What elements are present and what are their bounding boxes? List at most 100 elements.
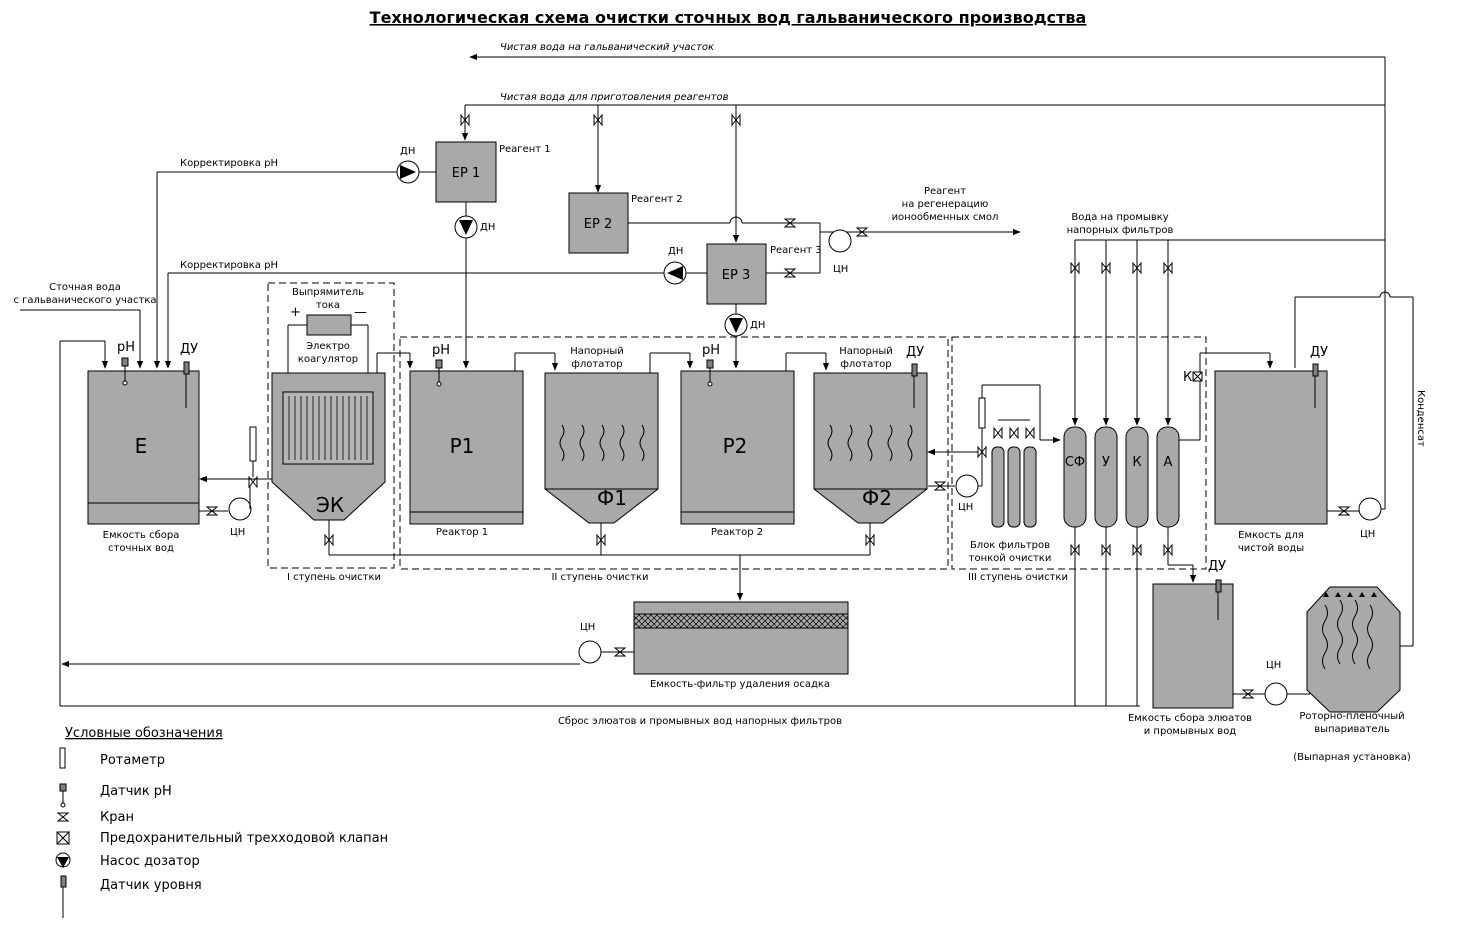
flotator2-label-2: флотатор <box>840 359 891 370</box>
er2-label: ЕР 2 <box>584 217 612 232</box>
ph-label: pH <box>117 340 135 355</box>
column-sf-label: СФ <box>1065 455 1085 470</box>
reagent-tank-er3 <box>706 243 767 305</box>
legend-title: Условные обозначения <box>65 726 223 741</box>
cn-label: ЦН <box>958 502 973 513</box>
rectifier-label-1: Выпрямитель <box>292 287 364 298</box>
level-sensor-icon <box>911 363 918 377</box>
column-k <box>1125 426 1149 528</box>
rectifier-label-2: тока <box>316 300 340 311</box>
evaporator-label-2: выпариватель <box>1314 724 1390 735</box>
centrifugal-pump-icon[interactable] <box>955 474 979 498</box>
dn-label: ДН <box>750 320 765 331</box>
clean-tank-label-1: Емкость для <box>1238 530 1304 541</box>
clean-water-reagents-label: Чистая вода для приготовления реагентов <box>500 92 729 103</box>
rotary-film-evaporator <box>1306 586 1401 713</box>
wastewater-tank-e <box>87 370 200 525</box>
tank-e-caption-2: сточных вод <box>108 543 174 554</box>
ph-correction-1-label: Корректировка pH <box>180 158 278 169</box>
legend-item-label: Датчик pH <box>100 784 172 799</box>
valve-icon[interactable] <box>1025 427 1035 439</box>
fine-filter <box>1023 446 1037 528</box>
legend-item-label: Ротаметр <box>100 753 165 768</box>
legend-item-label: Предохранительный трехходовой клапан <box>100 831 388 846</box>
clean-water-tank <box>1214 370 1328 525</box>
rotameter-icon <box>978 397 986 429</box>
evaporator-label-3: (Выпарная установка) <box>1293 752 1411 763</box>
stage-1-label: I ступень очистки <box>287 572 381 583</box>
valve-icon[interactable] <box>1009 427 1019 439</box>
level-sensor-icon <box>1312 363 1319 377</box>
column-sf <box>1063 426 1087 528</box>
flotator1-label-2: флотатор <box>571 359 622 370</box>
flush-water-label-2: напорных фильтров <box>1067 225 1174 236</box>
level-sensor-icon <box>60 875 67 888</box>
evaporator-label-1: Роторно-пленочный <box>1299 711 1404 722</box>
ph-correction-2-label: Корректировка pH <box>180 260 278 271</box>
p2-label: Р2 <box>723 434 748 458</box>
ph-label: pH <box>432 343 450 358</box>
centrifugal-pump-icon[interactable] <box>228 497 252 521</box>
tank-e-caption-1: Емкость сбора <box>103 530 180 541</box>
dn-label: ДН <box>400 146 415 157</box>
dn-label: ДН <box>480 222 495 233</box>
sludge-label: Емкость-фильтр удаления осадка <box>650 679 830 690</box>
reagent1-label: Реагент 1 <box>499 144 551 155</box>
centrifugal-pump-icon[interactable] <box>1264 682 1288 706</box>
eluate-tank <box>1152 583 1234 709</box>
k-label: К <box>1183 370 1192 385</box>
filter-block-label-1: Блок фильтров <box>970 540 1050 551</box>
cn-label: ЦН <box>230 527 245 538</box>
regen-label-2: на регенерацию <box>902 199 989 210</box>
level-sensor-icon <box>183 361 190 375</box>
p2-caption: Реактор 2 <box>711 527 763 538</box>
centrifugal-pump-icon[interactable] <box>1358 497 1382 521</box>
eluate-label-2: и промывных вод <box>1144 726 1237 737</box>
column-u-label: У <box>1102 455 1110 470</box>
cn-label: ЦН <box>580 622 595 633</box>
clean-water-galvanic-label: Чистая вода на гальванический участок <box>500 42 714 53</box>
flush-water-label-1: Вода на промывку <box>1071 212 1168 223</box>
wastewater-label-1: Сточная вода <box>49 282 121 293</box>
sludge-filter-tank <box>633 601 849 675</box>
rotameter-icon <box>59 747 66 769</box>
fine-filter <box>991 446 1005 528</box>
p1-label: Р1 <box>450 434 475 458</box>
electrocoag-label-2: коагулятор <box>298 354 358 365</box>
regen-label-3: ионообменных смол <box>892 212 999 223</box>
filter-block-label-2: тонкой очистки <box>969 553 1052 564</box>
du-label: ДУ <box>180 342 198 357</box>
f1-label: Ф1 <box>597 486 627 510</box>
flotator2-label-1: Напорный <box>839 346 893 357</box>
electrocoag-label-1: Электро <box>306 341 350 352</box>
valve-icon[interactable] <box>993 427 1003 439</box>
stage-2-box <box>399 336 949 570</box>
level-sensor-icon <box>1215 579 1222 593</box>
ek-label: ЭК <box>316 493 344 517</box>
flotator1-label-1: Напорный <box>570 346 624 357</box>
eluate-label-1: Емкость сбора элюатов <box>1128 713 1252 724</box>
column-u <box>1094 426 1118 528</box>
reactor-p2 <box>680 370 795 525</box>
stage-1-box <box>267 282 395 569</box>
reagent3-label: Реагент 3 <box>770 245 822 256</box>
p1-caption: Реактор 1 <box>436 527 488 538</box>
centrifugal-pump-icon[interactable] <box>578 640 602 664</box>
du-label: ДУ <box>1310 345 1328 360</box>
er3-label: ЕР 3 <box>722 268 750 283</box>
legend-item-label: Насос дозатор <box>100 854 200 869</box>
fine-filter <box>1007 446 1021 528</box>
clean-tank-label-2: чистой воды <box>1238 543 1304 554</box>
regen-label-1: Реагент <box>924 186 966 197</box>
rectifier-box <box>306 314 352 336</box>
rotameter-icon <box>249 426 257 462</box>
stage-2-label: II ступень очистки <box>551 572 648 583</box>
wastewater-label-2: с гальванического участка <box>13 295 156 306</box>
centrifugal-pump-icon[interactable] <box>828 229 852 253</box>
discharge-label: Сброс элюатов и промывных вод напорных ф… <box>558 716 842 727</box>
dn-label: ДН <box>668 246 683 257</box>
legend-item-label: Кран <box>100 810 134 825</box>
ph-label: pH <box>702 343 720 358</box>
stage-3-box <box>951 336 1207 570</box>
